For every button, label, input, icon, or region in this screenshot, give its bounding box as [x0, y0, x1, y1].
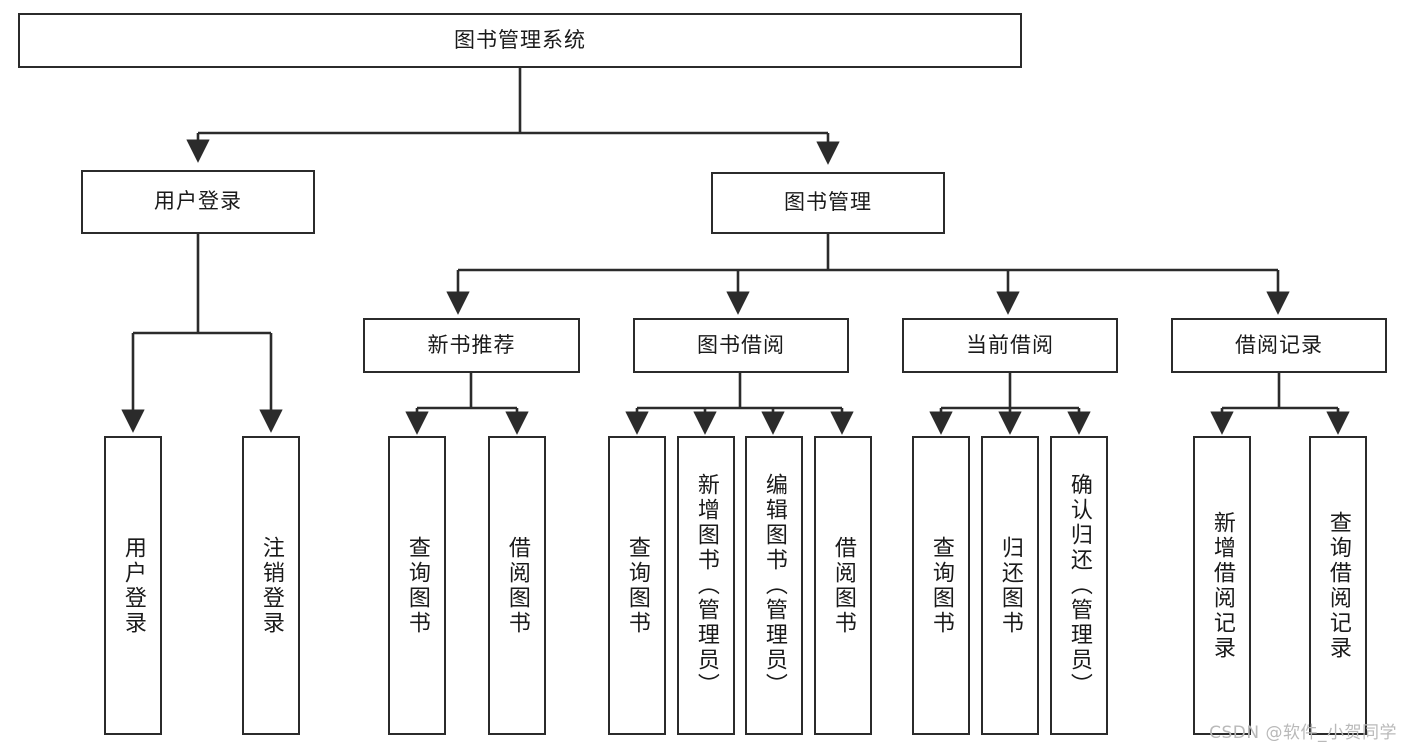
node-label: 用户登录 — [120, 535, 146, 636]
node-label: 新增借阅记录 — [1209, 510, 1235, 661]
node-label: 查询图书 — [404, 535, 430, 636]
leaf-query-book-2[interactable]: 查询图书 — [608, 436, 666, 735]
node-user-login[interactable]: 用户登录 — [81, 170, 315, 234]
node-label: 新增图书（管理员） — [693, 473, 719, 698]
node-current-borrow[interactable]: 当前借阅 — [902, 318, 1118, 373]
node-label: 借阅图书 — [830, 535, 856, 636]
leaf-borrow-book-2[interactable]: 借阅图书 — [814, 436, 872, 735]
node-label: 查询图书 — [624, 535, 650, 636]
node-label: 图书管理 — [784, 190, 872, 215]
watermark-text: CSDN @软件_小贺同学 — [1209, 723, 1397, 743]
node-borrow-record[interactable]: 借阅记录 — [1171, 318, 1387, 373]
leaf-edit-book[interactable]: 编辑图书（管理员） — [745, 436, 803, 735]
node-label: 查询图书 — [928, 535, 954, 636]
leaf-return-book[interactable]: 归还图书 — [981, 436, 1039, 735]
node-label: 确认归还（管理员） — [1066, 473, 1092, 698]
node-label: 新书推荐 — [427, 332, 516, 357]
node-label: 用户登录 — [154, 189, 242, 214]
leaf-query-record[interactable]: 查询借阅记录 — [1309, 436, 1367, 735]
node-new-book-recommend[interactable]: 新书推荐 — [363, 318, 580, 373]
leaf-add-book[interactable]: 新增图书（管理员） — [677, 436, 735, 735]
node-label: 借阅图书 — [504, 535, 530, 636]
node-label: 图书借阅 — [697, 332, 785, 357]
node-label: 查询借阅记录 — [1325, 510, 1351, 661]
node-label: 图书管理系统 — [454, 27, 586, 52]
leaf-logout-login[interactable]: 注销登录 — [242, 436, 300, 735]
leaf-query-book-1[interactable]: 查询图书 — [388, 436, 446, 735]
leaf-user-login[interactable]: 用户登录 — [104, 436, 162, 735]
node-label: 注销登录 — [258, 535, 284, 636]
leaf-query-book-3[interactable]: 查询图书 — [912, 436, 970, 735]
node-label: 编辑图书（管理员） — [761, 473, 787, 698]
node-label: 归还图书 — [997, 535, 1023, 636]
node-book-borrow[interactable]: 图书借阅 — [633, 318, 849, 373]
node-label: 借阅记录 — [1235, 332, 1323, 357]
leaf-borrow-book-1[interactable]: 借阅图书 — [488, 436, 546, 735]
node-book-manage[interactable]: 图书管理 — [711, 172, 945, 234]
leaf-confirm-return[interactable]: 确认归还（管理员） — [1050, 436, 1108, 735]
leaf-add-record[interactable]: 新增借阅记录 — [1193, 436, 1251, 735]
node-root-system[interactable]: 图书管理系统 — [18, 13, 1022, 68]
node-label: 当前借阅 — [966, 332, 1054, 357]
